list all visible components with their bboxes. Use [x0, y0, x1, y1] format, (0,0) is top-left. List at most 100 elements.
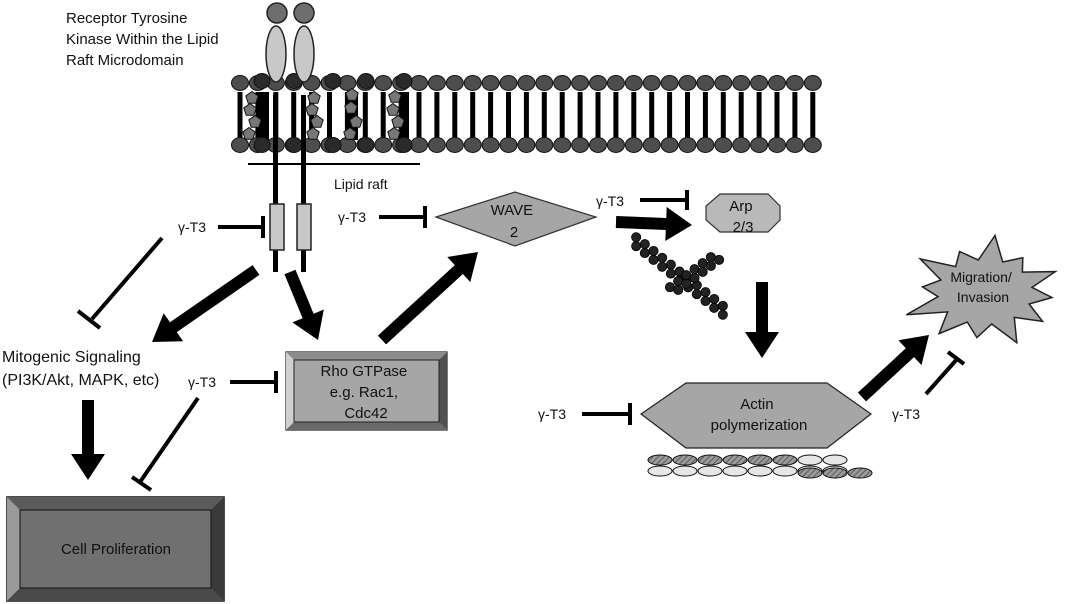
actin-subunit: [689, 272, 700, 283]
lipid-tail: [255, 92, 261, 140]
raft-head-inner: [324, 137, 342, 153]
receptor-title-line-3: Raft Microdomain: [66, 52, 184, 69]
migration-label-line-2: Invasion: [957, 289, 1009, 305]
actin-subunit: [673, 276, 684, 287]
lipid-head-outer: [714, 75, 733, 91]
gamma-t3-label: γ-T3: [178, 219, 206, 235]
cholesterol-icon: [344, 100, 358, 114]
cholesterol-icon: [345, 87, 359, 101]
raft-tail: [259, 92, 269, 140]
g-actin-monomer: [797, 467, 823, 479]
receptor-ectodomain-right: [293, 25, 315, 83]
actin-subunit: [657, 261, 668, 272]
raft-head-inner: [395, 137, 413, 153]
actin-subunit: [648, 245, 659, 256]
lipid-tail: [649, 92, 655, 140]
cholesterol-icon: [243, 102, 257, 116]
mitogenic-line-1: Mitogenic Signaling: [2, 349, 141, 366]
lipid-head-inner: [696, 137, 715, 153]
rho-label-line-3: Cdc42: [344, 405, 387, 422]
wave2-shape: [434, 191, 598, 247]
g-actin-monomer: [772, 465, 798, 477]
g-actin-monomer: [822, 467, 848, 479]
lipid-head-outer: [678, 75, 697, 91]
proliferation-label: Cell Proliferation: [61, 541, 171, 558]
lipid-tail: [595, 92, 601, 140]
cholesterol-icon: [248, 114, 262, 128]
branched-actin-filaments: [631, 232, 728, 320]
gamma-t3-label: γ-T3: [538, 406, 566, 422]
mitogenic-signaling-label: Mitogenic Signaling (PI3K/Akt, MAPK, etc…: [2, 349, 159, 389]
lipid-head-outer: [535, 75, 554, 91]
cholesterol-icon: [387, 126, 401, 140]
actin-shape: [639, 382, 873, 449]
lipid-tail: [452, 92, 458, 140]
cholesterol-icon: [306, 126, 320, 140]
proliferation-box-inner: [19, 509, 212, 589]
rho-label: Rho GTPase e.g. Rac1, Cdc42: [321, 363, 412, 422]
lipid-tail: [344, 92, 350, 140]
lipid-head-outer: [750, 75, 769, 91]
actin-subunit: [709, 302, 720, 313]
lipid-head-inner: [714, 137, 733, 153]
proliferation-bevel-right: [211, 497, 224, 601]
lipid-head-outer: [571, 75, 590, 91]
migration-label: Migration/ Invasion: [950, 269, 1015, 305]
arrow-wave2-to-arp: [615, 207, 692, 241]
lipid-head-outer: [768, 75, 786, 91]
raft-head-outer: [395, 73, 413, 89]
lipid-head-inner: [732, 137, 751, 153]
inhibition-arp: γ-T3: [596, 190, 689, 210]
lipid-head-outer: [696, 75, 715, 91]
actin-subunit: [705, 260, 716, 271]
cholesterol-icon: [349, 114, 363, 128]
actin-subunit: [700, 296, 711, 307]
inhibition-proliferation: [130, 396, 200, 492]
raft-head-inner: [253, 137, 271, 153]
arp23-node: Arp 2/3: [705, 193, 781, 236]
actin-subunit: [714, 254, 725, 265]
arrow-actin-to-migration: [857, 335, 929, 402]
lipid-head-outer: [642, 75, 661, 91]
lipid-head-inner: [481, 137, 500, 153]
inhibit-line: [138, 396, 200, 484]
actin-subunit: [717, 300, 728, 311]
lipid-head-inner: [427, 137, 446, 153]
lipid-head-inner: [589, 137, 607, 153]
arrow-rho-to-wave2: [377, 252, 478, 345]
receptor-title: Receptor Tyrosine Kinase Within the Lipi…: [66, 10, 223, 69]
lipid-tail: [559, 92, 565, 140]
lipid-tail: [309, 92, 315, 140]
arp23-label-line-2: 2/3: [733, 219, 754, 236]
rho-box-inner: [293, 359, 440, 423]
lipid-tail: [327, 92, 332, 140]
cholesterol-icon: [386, 102, 400, 116]
lipid-tail: [470, 92, 476, 140]
cholesterol-icon: [343, 126, 357, 140]
arrow-mitogenic-to-proliferation: [71, 400, 105, 480]
actin-subunit: [639, 239, 650, 250]
actin-subunit: [681, 278, 692, 289]
lipid-head-outer: [553, 75, 572, 91]
inhibition-migration: γ-T3: [892, 350, 966, 422]
actin-subunit: [665, 268, 676, 279]
rho-bevel-bottom: [286, 422, 447, 430]
arrow-arp-to-actin: [745, 282, 779, 358]
lipid-head-outer: [427, 75, 446, 91]
gamma-t3-label: γ-T3: [892, 406, 920, 422]
lipid-tail: [738, 92, 744, 140]
lipid-head-outer: [445, 75, 464, 91]
lipid-tail: [685, 92, 690, 140]
lipid-tail: [434, 92, 440, 140]
lipid-head-outer: [589, 75, 607, 91]
g-actin-monomer: [672, 465, 698, 477]
rho-bevel-right: [439, 352, 447, 430]
lipid-tail: [756, 92, 762, 140]
rho-bevel-top: [286, 352, 447, 360]
lipid-tail: [613, 92, 619, 140]
lipid-head-inner: [553, 137, 572, 153]
lipid-head-outer: [231, 75, 249, 91]
lipid-head-outer: [624, 75, 643, 91]
lipid-head-inner: [571, 137, 590, 153]
raft-tail: [348, 92, 358, 140]
